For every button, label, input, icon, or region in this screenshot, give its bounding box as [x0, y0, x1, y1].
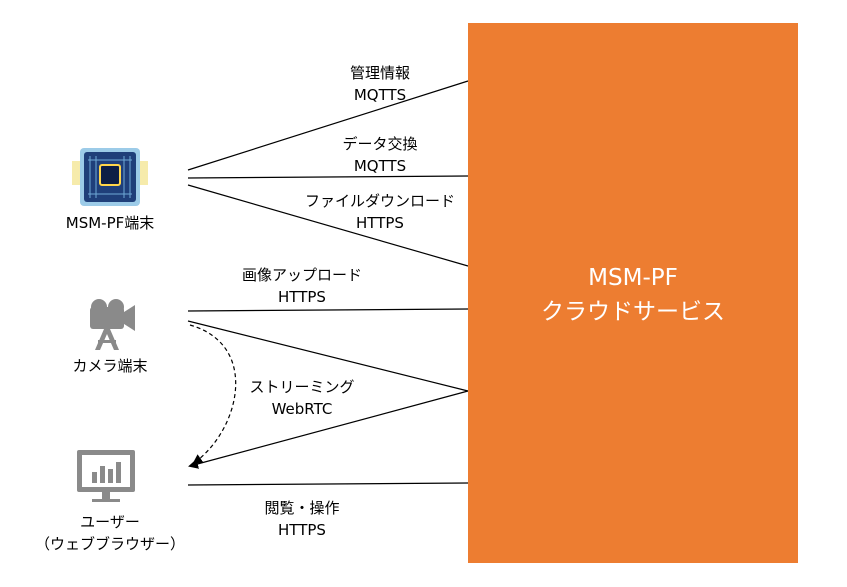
connection-name: ファイルダウンロード [304, 192, 455, 210]
connection-name: 画像アップロード [241, 266, 362, 284]
chip-icon [72, 148, 148, 206]
connection-protocol: HTTPS [356, 214, 404, 232]
cloud-service-box: MSM-PF クラウドサービス [468, 23, 798, 563]
connection-label-data-exchange: データ交換 MQTTS [300, 133, 460, 177]
user-label: ユーザー （ウェブブラウザー） [20, 511, 200, 555]
cloud-title: MSM-PF [588, 265, 678, 291]
line-streaming-in [187, 320, 469, 392]
connection-protocol: WebRTC [271, 400, 333, 418]
connection-name: 管理情報 [349, 64, 410, 82]
line-file-download [187, 184, 469, 267]
connection-label-streaming: ストリーミング WebRTC [222, 376, 382, 420]
connection-protocol: HTTPS [278, 521, 326, 539]
line-streaming-out [188, 390, 469, 469]
connection-name: ストリーミング [249, 378, 355, 396]
monitor-chart-icon [77, 450, 135, 502]
cloud-subtitle: クラウドサービス [541, 299, 725, 325]
cloud-service-label: MSM-PF クラウドサービス [468, 261, 798, 329]
user-name: ユーザー [80, 513, 140, 531]
camera-label: カメラ端末 [72, 357, 148, 375]
connection-label-image-upload: 画像アップロード HTTPS [222, 264, 382, 308]
device-label: MSM-PF端末 [65, 214, 155, 232]
dashed-relay-arrow [189, 324, 237, 465]
connection-name: データ交換 [342, 135, 418, 153]
connection-label-browse: 閲覧・操作 HTTPS [222, 497, 382, 541]
line-browse-operate [187, 482, 469, 486]
connection-label-management: 管理情報 MQTTS [300, 62, 460, 106]
user-sublabel: （ウェブブラウザー） [34, 535, 185, 553]
connection-name: 閲覧・操作 [264, 499, 340, 517]
line-data-exchange [187, 175, 469, 179]
camera-icon [90, 299, 135, 350]
connection-protocol: MQTTS [353, 86, 407, 104]
connection-protocol: MQTTS [353, 157, 407, 175]
line-management-info [187, 80, 469, 171]
connection-protocol: HTTPS [278, 288, 326, 306]
connection-label-file-download: ファイルダウンロード HTTPS [290, 190, 470, 234]
line-image-upload [187, 308, 469, 312]
